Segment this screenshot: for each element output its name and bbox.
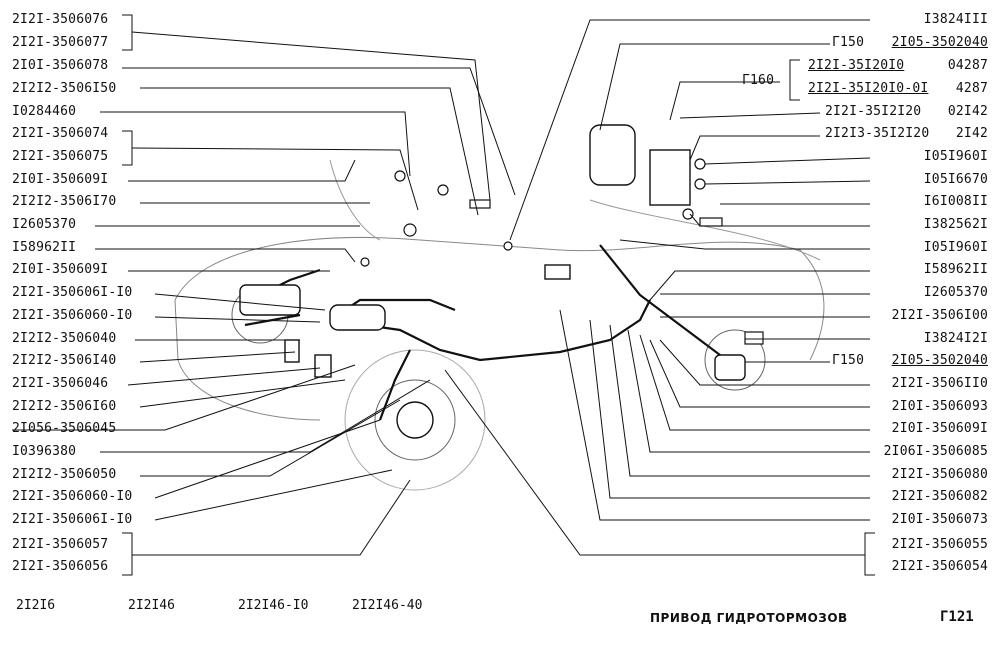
regulator-bracket [649,149,691,206]
part-label: 2I05-3502040 [891,35,988,50]
part-label: I58962II [923,262,988,277]
part-label: I05I960I [923,240,988,255]
part-label: I2605370 [923,285,988,300]
part-label: 2I2I-3506077 [12,35,109,50]
main-brake-pipe [329,299,651,362]
tee-fitting [284,339,300,363]
part-label: 2I2I-350606I-I0 [12,285,133,300]
car-body-outline [174,237,825,361]
part-label: 4287 [955,81,988,96]
part-label: I382562I [923,217,988,232]
part-label: 02I42 [947,104,988,119]
part-label: 2I2I2-3506I40 [12,353,117,368]
part-label: 2I2I-3506055 [891,537,988,552]
model-label: 2I2I6 [16,598,56,613]
part-label: 2I0I-3506073 [891,512,988,527]
part-label: 2I0I-3506093 [891,399,988,414]
brake-hose-left [239,284,301,316]
diagram-title: ПРИВОД ГИДРОТОРМОЗОВ [650,611,848,625]
part-label: 2I2I-3506054 [891,559,988,574]
part-label: 2I2I-3506060-I0 [12,308,133,323]
model-label: 2I2I46 [128,598,175,613]
part-label: 2I2I-3506046 [12,376,109,391]
part-label: 2I2I3-35I2I20 [825,126,930,141]
part-label: 2I0I-350609I [891,421,988,436]
part-label: 2I06I-3506085 [883,444,988,459]
part-label: 2I2I-35I20I0 [808,58,905,73]
part-label: Г150 [832,35,865,50]
master-cylinder [329,304,386,331]
part-label: 2I2I-3506057 [12,537,109,552]
part-label: 2I0I-350609I [12,172,109,187]
part-label: 2I2I2-3506I70 [12,194,117,209]
pressure-regulator [589,124,636,186]
part-label: I3824III [923,12,988,27]
page-number: Г121 [940,609,974,625]
part-label: 2I2I-3506076 [12,12,109,27]
part-label: 2I2I-3506056 [12,559,109,574]
model-label: 2I2I46-40 [352,598,423,613]
part-label: 2I2I-3506082 [891,489,988,504]
part-label: 2I42 [955,126,988,141]
part-label: 2I056-3506045 [12,421,117,436]
part-label: 2I05-3502040 [891,353,988,368]
part-label: 2I2I2-3506050 [12,467,117,482]
part-label: I6I008II [923,194,988,209]
part-label: I05I6670 [923,172,988,187]
part-label: 2I2I-35I20I0-0I [808,81,929,96]
part-label: 2I2I-3506075 [12,149,109,164]
front-wheel [374,379,456,461]
part-label: 2I2I-3506I00 [891,308,988,323]
part-label: 2I2I2-3506I60 [12,399,117,414]
front-caliper [396,401,434,439]
part-label: 2I2I-3506074 [12,126,109,141]
part-label: 2I2I2-3506040 [12,331,117,346]
part-label: 2I2I-3506080 [891,467,988,482]
part-label: I3824I2I [923,331,988,346]
rear-brake-cylinder [714,354,746,381]
part-label: 04287 [947,58,988,73]
part-label: 2I0I-350609I [12,262,109,277]
part-label: I0284460 [12,104,77,119]
part-label: 2I2I-350606I-I0 [12,512,133,527]
part-label: 2I0I-3506078 [12,58,109,73]
part-label: I58962II [12,240,77,255]
part-label: 2I2I-3506060-I0 [12,489,133,504]
clip [314,354,332,378]
part-label: I2605370 [12,217,77,232]
model-label: 2I2I46-I0 [238,598,309,613]
part-label: I0396380 [12,444,77,459]
part-label: I05I960I [923,149,988,164]
part-label: 2I2I-3506II0 [891,376,988,391]
part-label: 2I2I2-3506I50 [12,81,117,96]
part-label: 2I2I-35I2I20 [825,104,922,119]
rear-wheel [704,329,766,391]
part-label: Г160 [742,73,775,88]
part-label: Г150 [832,353,865,368]
